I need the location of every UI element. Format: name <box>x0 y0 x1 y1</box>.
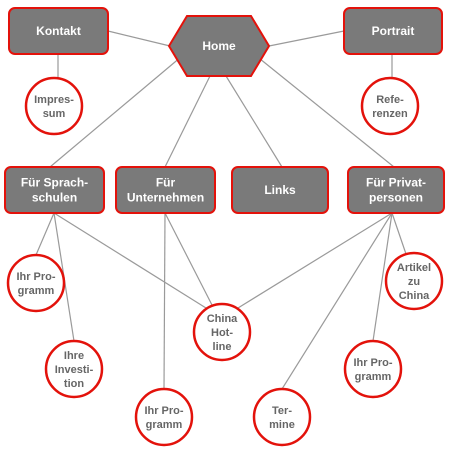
node-kontakt[interactable]: Kontakt <box>8 7 109 55</box>
node-links[interactable]: Links <box>231 166 329 214</box>
node-box <box>343 7 443 55</box>
connector-line <box>164 75 211 168</box>
node-label: sum <box>43 108 66 120</box>
node-home[interactable]: Home <box>167 15 271 77</box>
node-label: Unternehmen <box>127 191 204 205</box>
connector-line <box>164 212 213 306</box>
node-label: Impres- <box>34 94 74 106</box>
node-label: Investi- <box>55 364 94 376</box>
node-label: renzen <box>372 108 408 120</box>
node-circle <box>252 387 312 447</box>
node-circle <box>6 253 66 313</box>
node-label: Ter- <box>272 405 292 417</box>
node-circle <box>192 302 252 362</box>
node-impressum[interactable]: Impres-sum <box>24 76 84 136</box>
edges <box>35 30 407 390</box>
node-label: gramm <box>146 419 183 431</box>
connector-line <box>243 45 395 168</box>
connector-line <box>391 212 407 255</box>
node-sprachschulen[interactable]: Für Sprach-schulen <box>4 166 105 214</box>
node-label: schulen <box>32 191 77 205</box>
connector-line <box>281 212 393 390</box>
node-label: Kontakt <box>36 24 81 38</box>
node-referenzen[interactable]: Refe-renzen <box>360 76 420 136</box>
node-hexagon <box>167 15 271 77</box>
node-label: Für Sprach- <box>21 176 88 190</box>
node-label: China <box>399 290 430 302</box>
connector-line <box>53 212 207 309</box>
node-circle <box>24 76 84 136</box>
node-label: Für <box>156 176 176 190</box>
connector-line <box>225 75 283 168</box>
node-box <box>4 166 105 214</box>
node-label: zu <box>408 276 420 288</box>
connector-line <box>237 212 393 309</box>
node-label: Ihre <box>64 350 84 362</box>
node-label: Links <box>264 183 296 197</box>
node-label: gramm <box>18 285 55 297</box>
connector-line <box>35 212 55 256</box>
node-box <box>8 7 109 55</box>
node-label: Ihr Pro- <box>144 405 183 417</box>
node-label: Home <box>202 39 236 53</box>
connector-line <box>163 212 166 390</box>
node-label: Artikel <box>397 262 431 274</box>
node-label: China <box>207 313 238 325</box>
node-box <box>347 166 445 214</box>
node-label: gramm <box>355 371 392 383</box>
node-programm3[interactable]: Ihr Pro-gramm <box>343 339 403 399</box>
node-programm2[interactable]: Ihr Pro-gramm <box>134 387 194 447</box>
connector-line <box>372 212 393 342</box>
node-label: personen <box>369 191 423 205</box>
connector-line <box>107 30 171 47</box>
node-circle <box>44 339 104 399</box>
node-box <box>115 166 216 214</box>
connector-line <box>268 30 345 47</box>
node-circle <box>343 339 403 399</box>
node-label: Hot- <box>211 327 233 339</box>
connector-line <box>49 45 195 168</box>
node-box <box>231 166 329 214</box>
node-circle <box>384 251 444 311</box>
node-label: Ihr Pro- <box>353 357 392 369</box>
node-portrait[interactable]: Portrait <box>343 7 443 55</box>
node-programm1[interactable]: Ihr Pro-gramm <box>6 253 66 313</box>
node-label: mine <box>269 419 295 431</box>
node-label: Portrait <box>372 24 415 38</box>
node-termine[interactable]: Ter-mine <box>252 387 312 447</box>
node-label: Refe- <box>376 94 404 106</box>
node-label: Ihr Pro- <box>16 271 55 283</box>
node-label: tion <box>64 378 84 390</box>
node-label: Für Privat- <box>366 176 426 190</box>
node-circle <box>134 387 194 447</box>
node-label: line <box>213 341 232 353</box>
node-privatpersonen[interactable]: Für Privat-personen <box>347 166 445 214</box>
node-circle <box>360 76 420 136</box>
